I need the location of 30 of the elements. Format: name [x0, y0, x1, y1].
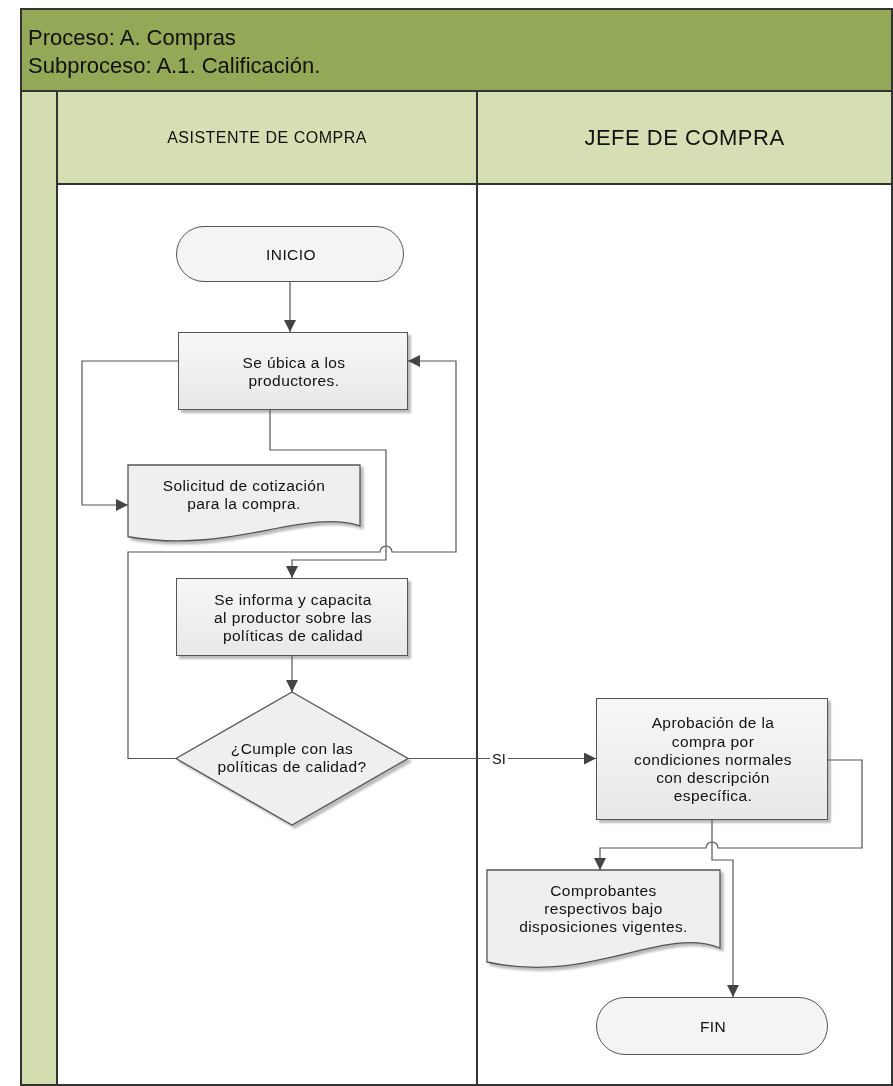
swimlane	[58, 92, 478, 1086]
node-label: Se informa y capacita al productor sobre las políticas de calidad	[213, 590, 373, 646]
decision-diamond	[176, 692, 408, 825]
connector-arrow	[284, 281, 296, 333]
connector-arrow	[711, 819, 739, 998]
connector-arrow	[594, 759, 863, 871]
process-title: Proceso: A. Compras	[28, 24, 236, 52]
connector-arrow	[127, 355, 457, 760]
swimlane	[478, 92, 893, 1086]
node-label: INICIO	[266, 245, 316, 265]
process-box	[178, 332, 408, 410]
node-label: Aprobación de la compra por condiciones normales con descripción específica.	[633, 714, 793, 806]
connector-arrow	[286, 655, 298, 693]
node-label: Solicitud de cotización para la compra.	[161, 477, 327, 514]
lane-title: JEFE DE COMPRA	[584, 124, 785, 151]
node-label: FIN	[699, 1017, 727, 1037]
connector-arrow	[81, 360, 179, 511]
connector-arrow	[269, 409, 387, 579]
lane-title: ASISTENTE DE COMPRA	[167, 128, 367, 147]
document-shape	[128, 465, 360, 543]
terminator-shape	[176, 226, 404, 282]
process-header-band	[20, 8, 893, 92]
process-box	[596, 698, 828, 820]
connector-arrow	[407, 752, 597, 765]
node-label: ¿Cumple con las políticas de calidad?	[216, 740, 368, 777]
node-label: Comprobantes respectivos bajo disposiciones vigentes.	[518, 881, 689, 937]
process-box	[176, 578, 408, 656]
node-label: Se úbica a los productores.	[241, 353, 347, 391]
document-shape	[487, 870, 720, 970]
process-title: Subproceso: A.1. Calificación.	[28, 52, 321, 80]
